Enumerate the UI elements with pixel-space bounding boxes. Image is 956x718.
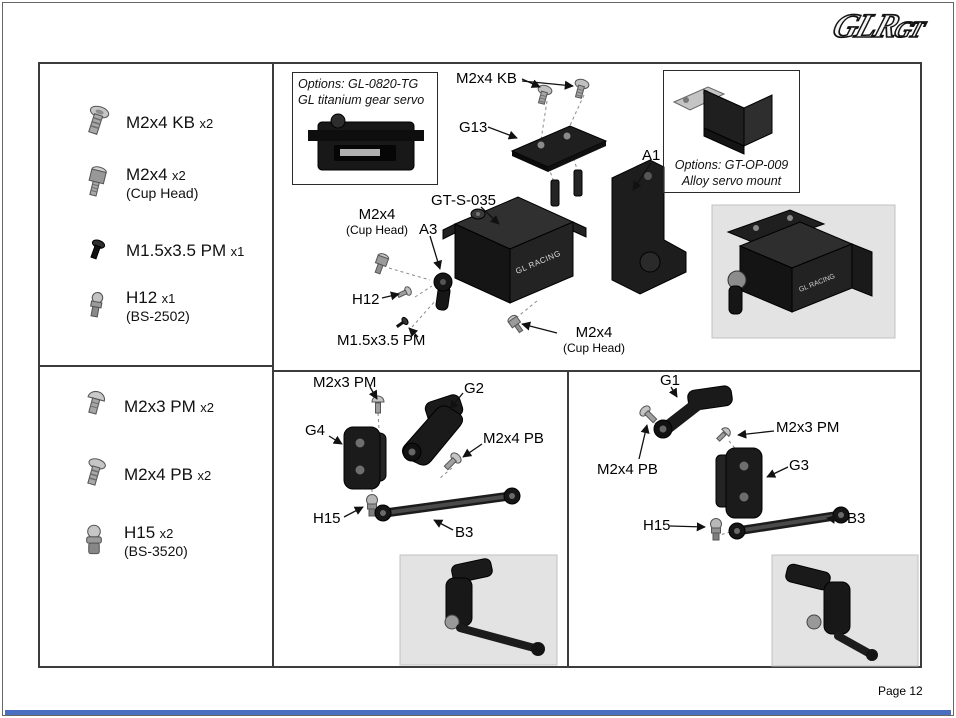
label-g1: G1 — [660, 372, 681, 389]
part-name: M2x4 KB — [126, 113, 195, 132]
part-qty: x2 — [200, 400, 214, 415]
ball-stud-icon — [86, 524, 102, 555]
small-screw-icon — [90, 239, 106, 260]
label-m1-5x3-5-pm: M1.5x3.5 PM — [337, 332, 426, 349]
steps-vertical-divider — [567, 370, 569, 668]
parts-column-split — [38, 365, 274, 367]
pan-head-screw-icon — [87, 458, 106, 486]
page-number: Page 12 — [878, 684, 923, 698]
part-subtitle: (BS-3520) — [124, 543, 188, 559]
part-name: H15 — [124, 523, 156, 542]
parts-list-item: M2x3 PM x2 — [73, 386, 214, 428]
parts-list-item: H12 x1 (BS-2502) — [75, 285, 190, 327]
label-m2x4-cuphead-left: M2x4 (Cup Head) — [334, 206, 420, 237]
label-right-m2x4-pb: M2x4 PB — [597, 461, 658, 478]
part-qty: x2 — [172, 168, 186, 183]
label-h12: H12 — [352, 291, 380, 308]
parts-list-item: M2x4 KB x2 — [75, 102, 213, 144]
options-box-mount-line1: Options: GT-OP-009 — [674, 157, 789, 172]
parts-list-item: M1.5x3.5 PM x1 — [75, 230, 244, 272]
label-right-b3: B3 — [847, 510, 866, 527]
label-g13: G13 — [459, 119, 488, 136]
options-box-mount: Options: GT-OP-009 Alloy servo mount — [663, 70, 800, 193]
steps-horizontal-divider — [272, 370, 922, 372]
part-name: M2x4 PB — [124, 465, 193, 484]
label-left-b3: B3 — [455, 524, 474, 541]
label-right-m2x3-pm: M2x3 PM — [776, 419, 840, 436]
part-qty: x2 — [159, 526, 174, 541]
label-g3: G3 — [789, 457, 810, 474]
parts-list-item: M2x4 x2 (Cup Head) — [75, 162, 198, 204]
part-name: M2x3 PM — [124, 397, 196, 416]
part-subtitle: (BS-2502) — [126, 308, 190, 324]
options-box-mount-line2: Alloy servo mount — [681, 173, 782, 188]
label-m2x4-kb: M2x4 KB — [456, 70, 517, 87]
options-box-servo-line2: GL titanium gear servo — [298, 93, 425, 108]
label-right-h15: H15 — [643, 517, 671, 534]
options-box-servo-line1: Options: GL-0820-TG — [298, 77, 419, 91]
part-qty: x1 — [161, 291, 176, 306]
button-head-screw-icon — [87, 391, 106, 415]
label-g2: G2 — [464, 380, 485, 397]
label-left-m2x4-pb: M2x4 PB — [483, 430, 544, 447]
part-name: M1.5x3.5 PM — [126, 241, 227, 260]
label-g4: G4 — [305, 422, 326, 439]
part-qty: x2 — [199, 116, 214, 131]
label-left-m2x3-pm: M2x3 PM — [313, 374, 377, 391]
glr-logo: GLRGT — [827, 7, 929, 46]
label-m2x4-cuphead-right-main: M2x4 — [575, 324, 613, 341]
label-left-h15: H15 — [313, 510, 341, 527]
parts-list-item: H15 x2 (BS-3520) — [73, 520, 188, 562]
cup-head-screw-icon — [88, 166, 107, 197]
footer-accent-bar — [5, 710, 951, 715]
label-gt-s-035: GT-S-035 — [431, 192, 497, 209]
part-name: H12 — [126, 288, 158, 307]
part-qty: x2 — [197, 468, 212, 483]
options-box-servo: Options: GL-0820-TG GL titanium gear ser… — [292, 72, 438, 185]
part-subtitle: (Cup Head) — [126, 185, 199, 201]
pan-head-screw-icon — [88, 105, 110, 135]
part-name: M2x4 — [126, 165, 168, 184]
label-m2x4-cuphead-right-sub: (Cup Head) — [562, 341, 626, 355]
label-a3: A3 — [419, 221, 438, 238]
label-m2x4-cuphead-left-sub: (Cup Head) — [345, 223, 409, 237]
parts-list-item: M2x4 PB x2 — [73, 454, 211, 496]
ball-stud-icon — [90, 291, 104, 318]
label-a1: A1 — [642, 147, 661, 164]
label-m2x4-cuphead-right: M2x4 (Cup Head) — [548, 324, 640, 355]
part-qty: x1 — [230, 244, 245, 259]
label-m2x4-cuphead-left-main: M2x4 — [358, 206, 396, 223]
